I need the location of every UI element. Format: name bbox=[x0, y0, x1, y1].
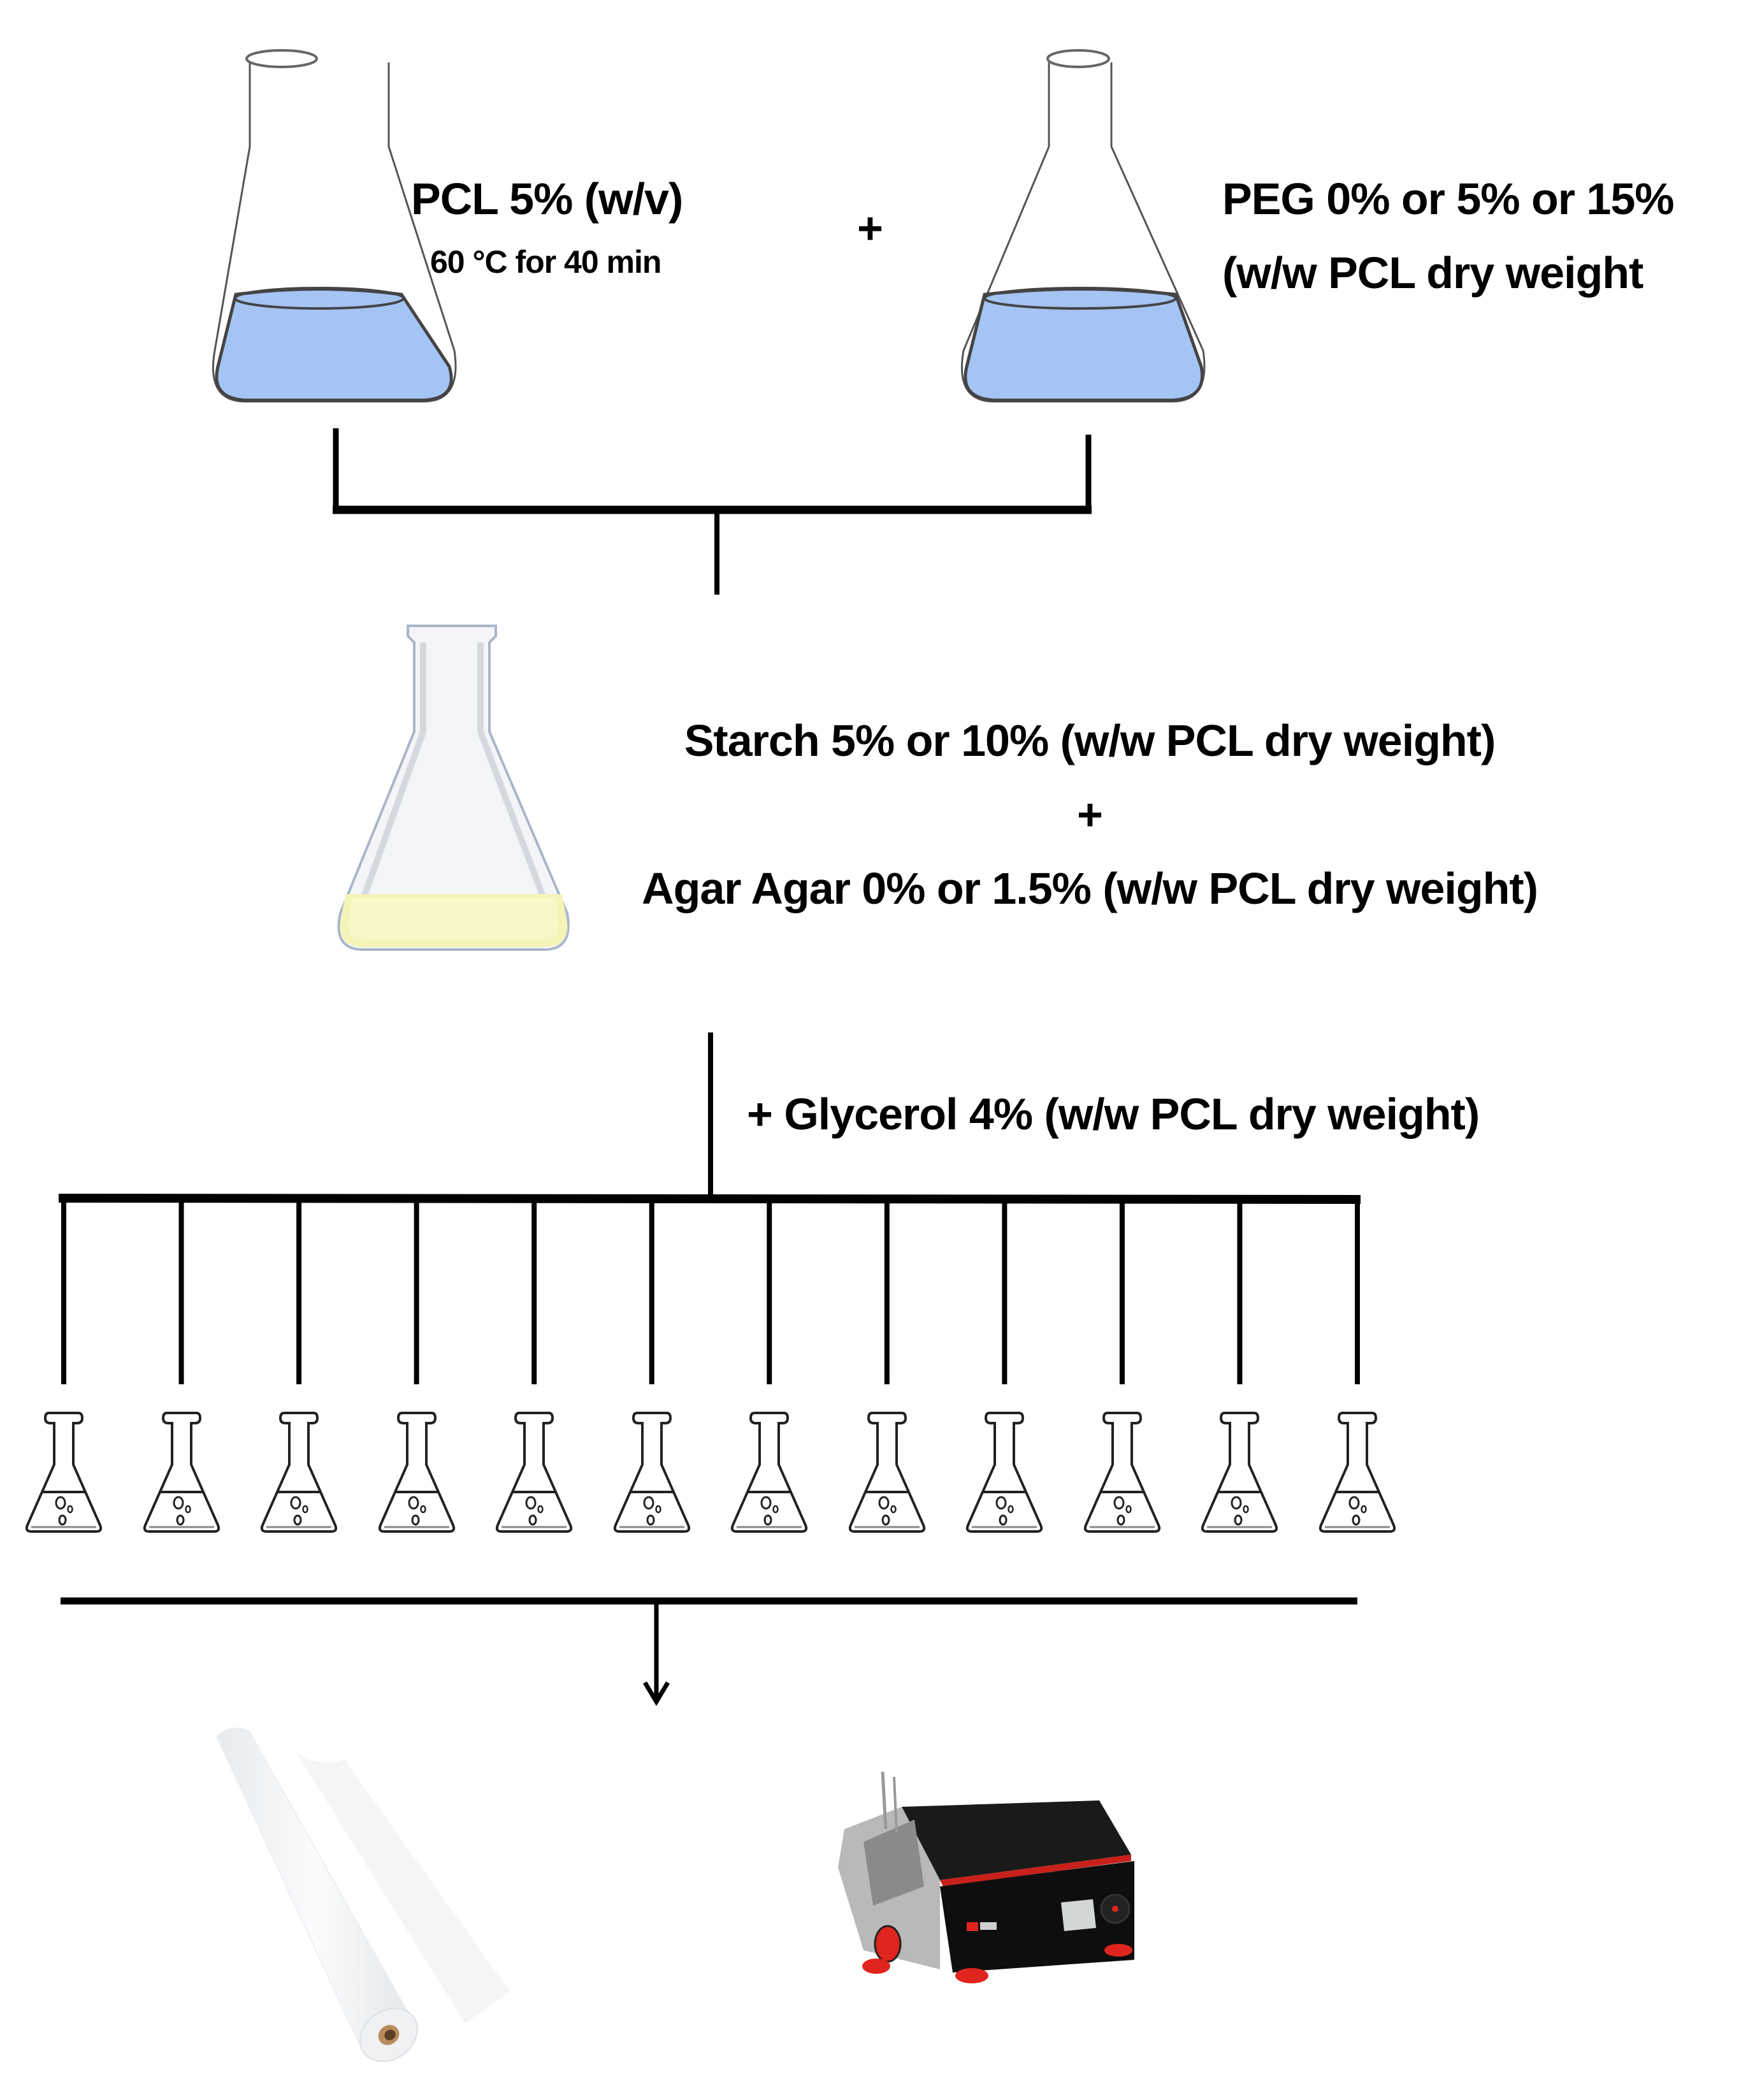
small-flask-icon bbox=[25, 1412, 103, 1533]
small-flask-icon bbox=[848, 1412, 925, 1533]
small-flask-icon bbox=[143, 1412, 220, 1533]
brand-logo bbox=[967, 1922, 978, 1931]
small-flask-icon bbox=[966, 1412, 1043, 1533]
plus-sign-middle: + bbox=[1077, 790, 1103, 839]
pcl-label: PCL 5% (w/v) bbox=[411, 174, 683, 224]
small-flask-icon bbox=[731, 1412, 808, 1533]
agar-label: Agar Agar 0% or 1.5% (w/w PCL dry weight… bbox=[642, 864, 1538, 913]
erlenmeyer-flask-starch-agar-icon bbox=[337, 625, 570, 951]
glycerol-label: + Glycerol 4% (w/w PCL dry weight) bbox=[747, 1089, 1480, 1139]
plus-sign-top: + bbox=[857, 203, 883, 253]
peg-label-line1: PEG 0% or 5% or 15% bbox=[1222, 174, 1675, 224]
peg-label-line2: (w/w PCL dry weight bbox=[1222, 248, 1643, 298]
pcl-condition: 60 °C for 40 min bbox=[430, 244, 661, 280]
small-flask-icon bbox=[260, 1412, 338, 1533]
film-applicator-machine-icon bbox=[838, 1771, 1134, 1983]
erlenmeyer-flask-peg-icon bbox=[960, 49, 1206, 403]
small-flask-icon bbox=[613, 1412, 690, 1533]
erlenmeyer-flask-pcl-icon bbox=[212, 49, 457, 403]
small-flask-icon bbox=[378, 1412, 455, 1533]
film-roll-icon bbox=[215, 1727, 510, 2062]
small-flask-icon bbox=[1318, 1412, 1396, 1533]
small-flask-icon bbox=[496, 1412, 573, 1533]
small-flask-icon bbox=[1201, 1412, 1278, 1533]
small-flask-icon bbox=[1083, 1412, 1161, 1533]
starch-label: Starch 5% or 10% (w/w PCL dry weight) bbox=[684, 716, 1496, 765]
